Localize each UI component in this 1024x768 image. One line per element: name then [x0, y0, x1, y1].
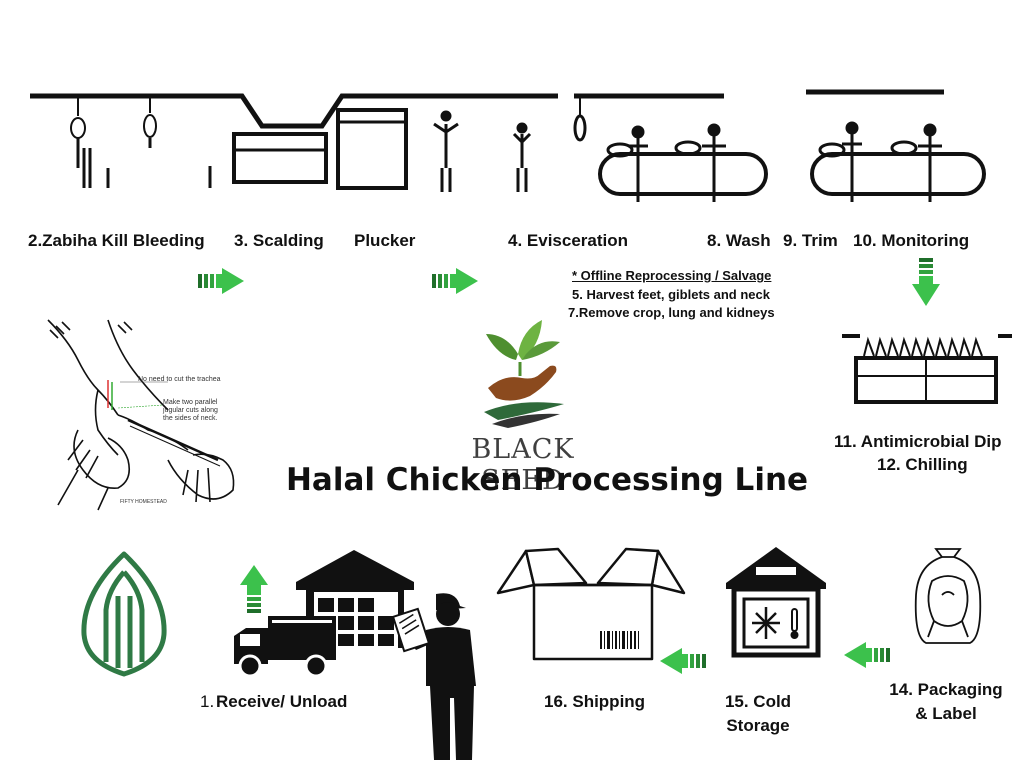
- offline-heading: * Offline Reprocessing / Salvage: [572, 268, 772, 283]
- brand-name: BLACK SEED: [471, 434, 575, 496]
- illustration-credit: FIFTY HOMESTEAD: [120, 499, 167, 505]
- step-14-label-line2: & Label: [915, 704, 977, 723]
- step-3-label: 3. Scalding: [234, 231, 324, 250]
- offline-item-7: 7.Remove crop, lung and kidneys: [568, 305, 775, 320]
- plucker-label: Plucker: [354, 231, 416, 250]
- arrow-left-icon: [660, 648, 706, 674]
- illustration-note-cuts-2: jugular cuts along: [163, 407, 218, 414]
- arrow-left-icon: [844, 642, 890, 668]
- slaughter-illustration: [47, 319, 235, 511]
- page-title: Halal Chicken Processing Line: [285, 462, 809, 498]
- step-2-label: 2.Zabiha Kill Bleeding: [28, 231, 205, 250]
- black-seed-logo-icon: [484, 320, 564, 428]
- illustration-note-trachea: No need to cut the trachea: [138, 376, 221, 383]
- illustration-note-cuts-1: Make two parallel: [163, 399, 218, 406]
- arrow-down-icon: [912, 258, 940, 306]
- step-9-label: 9. Trim: [783, 231, 838, 250]
- halal-logo-icon: [81, 551, 167, 677]
- trim-conveyor-icon: [806, 89, 986, 202]
- step-15-label-line1: 15. Cold: [724, 692, 792, 711]
- step-1-number: 1.: [200, 692, 215, 711]
- step-12-label: 12. Chilling: [877, 455, 968, 474]
- step-8-label: 8. Wash: [707, 231, 771, 250]
- step-16-label: 16. Shipping: [544, 692, 646, 711]
- step-14-label-line1: 14. Packaging: [889, 680, 1003, 699]
- step-11-label: 11. Antimicrobial Dip: [834, 432, 1002, 451]
- packaged-chicken-icon: [914, 548, 982, 644]
- offline-item-5: 5. Harvest feet, giblets and neck: [572, 287, 770, 302]
- illustration-note-cuts-3: the sides of neck.: [163, 415, 218, 422]
- evisceration-conveyor-icon: [573, 93, 768, 202]
- shipping-box-icon: [496, 547, 686, 661]
- truck-warehouse-icon: [234, 550, 414, 678]
- dip-tank-icon: [842, 334, 1012, 404]
- cold-storage-icon: [726, 547, 826, 658]
- step-10-label: 10. Monitoring: [853, 231, 970, 250]
- arrow-right-icon: [198, 268, 244, 294]
- arrow-right-icon: [432, 268, 478, 294]
- step-15-label-line2: Storage: [726, 716, 790, 735]
- step-1-label: Receive/ Unload: [216, 692, 348, 711]
- step-4-label: 4. Evisceration: [508, 231, 629, 250]
- arrow-up-icon: [240, 565, 268, 613]
- kill-scald-pluck-line-icon: [30, 93, 558, 192]
- delivery-man-icon: [391, 593, 476, 760]
